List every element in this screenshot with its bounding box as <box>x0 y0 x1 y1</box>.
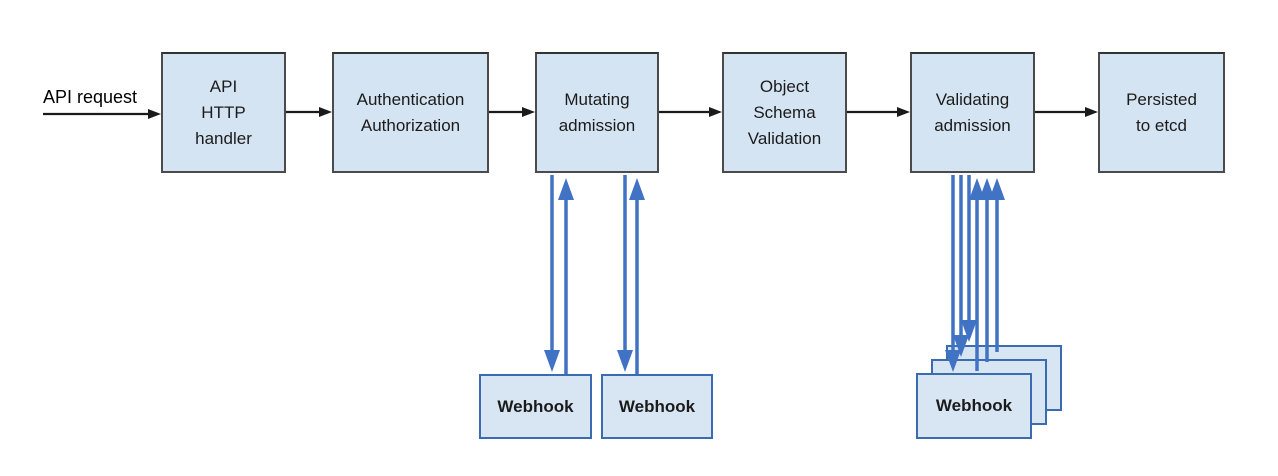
stage-api-http-handler: API HTTP handler <box>161 52 286 173</box>
stage-persisted-to-etcd: Persisted to etcd <box>1098 52 1225 173</box>
stage-label: Authentication Authorization <box>356 89 465 135</box>
stage-label: API HTTP handler <box>195 76 252 148</box>
stage-label: Object Schema Validation <box>747 76 822 148</box>
flow-arrow-3 <box>659 107 722 117</box>
flow-arrow-5 <box>1035 107 1098 117</box>
webhook-label: Webhook <box>935 396 1013 415</box>
validating-webhook-box-front: Webhook <box>916 373 1032 439</box>
webhook-label: Webhook <box>618 396 696 416</box>
flow-arrow-2 <box>489 107 535 117</box>
validating-webhook-call-arrow-down-3 <box>945 175 961 372</box>
stage-label: Mutating admission <box>558 89 636 135</box>
stage-object-schema-validation: Object Schema Validation <box>722 52 847 173</box>
webhook-label: Webhook <box>497 396 574 416</box>
stage-validating-admission: Validating admission <box>910 52 1035 173</box>
validating-webhook-reply-arrow-up-1 <box>969 178 985 371</box>
mutating-webhook-box-1: Webhook <box>479 374 592 439</box>
validating-webhook-call-arrow-down-2 <box>953 175 969 357</box>
flow-arrow-1 <box>286 107 332 117</box>
api-request-label: API request <box>43 87 138 107</box>
stage-label: Validating admission <box>934 89 1011 135</box>
stage-label: Persisted to etcd <box>1126 89 1197 135</box>
stage-authentication-authorization: Authentication Authorization <box>332 52 489 173</box>
mutating-webhook-box-2: Webhook <box>601 374 713 439</box>
mutating-webhook1-reply-arrow-up <box>558 178 574 374</box>
validating-webhook-reply-arrow-up-3 <box>989 178 1005 352</box>
stage-mutating-admission: Mutating admission <box>535 52 659 173</box>
mutating-webhook2-call-arrow-down <box>617 175 633 372</box>
mutating-webhook1-call-arrow-down <box>544 175 560 372</box>
validating-webhook-reply-arrow-up-2 <box>979 178 995 362</box>
flow-arrow-4 <box>847 107 910 117</box>
mutating-webhook2-reply-arrow-up <box>629 178 645 374</box>
request-arrow <box>43 109 161 119</box>
validating-webhook-call-arrow-down-1 <box>961 175 977 342</box>
